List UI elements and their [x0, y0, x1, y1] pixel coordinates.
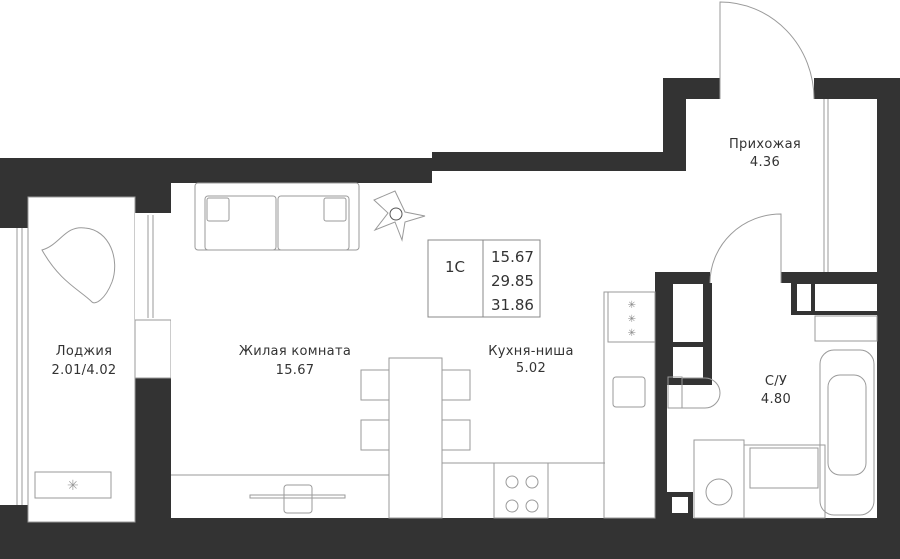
apartment-type: 1С — [445, 258, 465, 276]
total-area: 29.85 — [491, 272, 534, 290]
room-area-living: 15.67 — [276, 363, 315, 378]
sofa — [194, 182, 360, 251]
living-area: 15.67 — [491, 248, 534, 266]
chairs — [360, 369, 471, 451]
bathroom-door — [709, 213, 782, 284]
bathtub — [819, 349, 875, 516]
room-area-bathroom: 4.80 — [761, 392, 791, 407]
room-name-living: Жилая комната — [239, 344, 351, 359]
loggia-window — [0, 228, 28, 505]
kitchen-niche — [432, 171, 686, 518]
total-area-with-loggia: 31.86 — [491, 296, 534, 314]
svg-text:✳: ✳ — [628, 314, 637, 325]
loggia — [27, 196, 136, 523]
plant — [373, 190, 426, 242]
svg-text:✳: ✳ — [628, 328, 637, 339]
bathroom-fixtures — [667, 315, 878, 519]
room-name-kitchen: Кухня-ниша — [488, 344, 573, 359]
toilet — [667, 376, 721, 409]
room-name-loggia: Лоджия — [56, 344, 113, 359]
room-area-hallway: 4.36 — [750, 155, 780, 170]
svg-text:✳: ✳ — [67, 478, 79, 494]
kitchen-units: ✳ ✳ ✳ — [442, 291, 656, 519]
svg-text:✳: ✳ — [628, 300, 637, 311]
kitchen-sink — [612, 376, 646, 408]
ac-unit — [34, 471, 112, 499]
fridge — [607, 291, 656, 343]
room-name-bathroom: С/У — [765, 374, 787, 389]
room-name-hallway: Прихожая — [729, 137, 801, 152]
room-area-loggia: 2.01/4.02 — [52, 363, 117, 378]
armchair — [41, 227, 116, 304]
entrance-door — [719, 1, 815, 100]
room-area-kitchen: 5.02 — [516, 361, 546, 376]
stove — [493, 462, 549, 519]
apartment-info-box: 1С 15.67 29.85 31.86 — [427, 239, 541, 318]
bathroom-sink — [743, 444, 826, 519]
tv — [249, 484, 346, 514]
